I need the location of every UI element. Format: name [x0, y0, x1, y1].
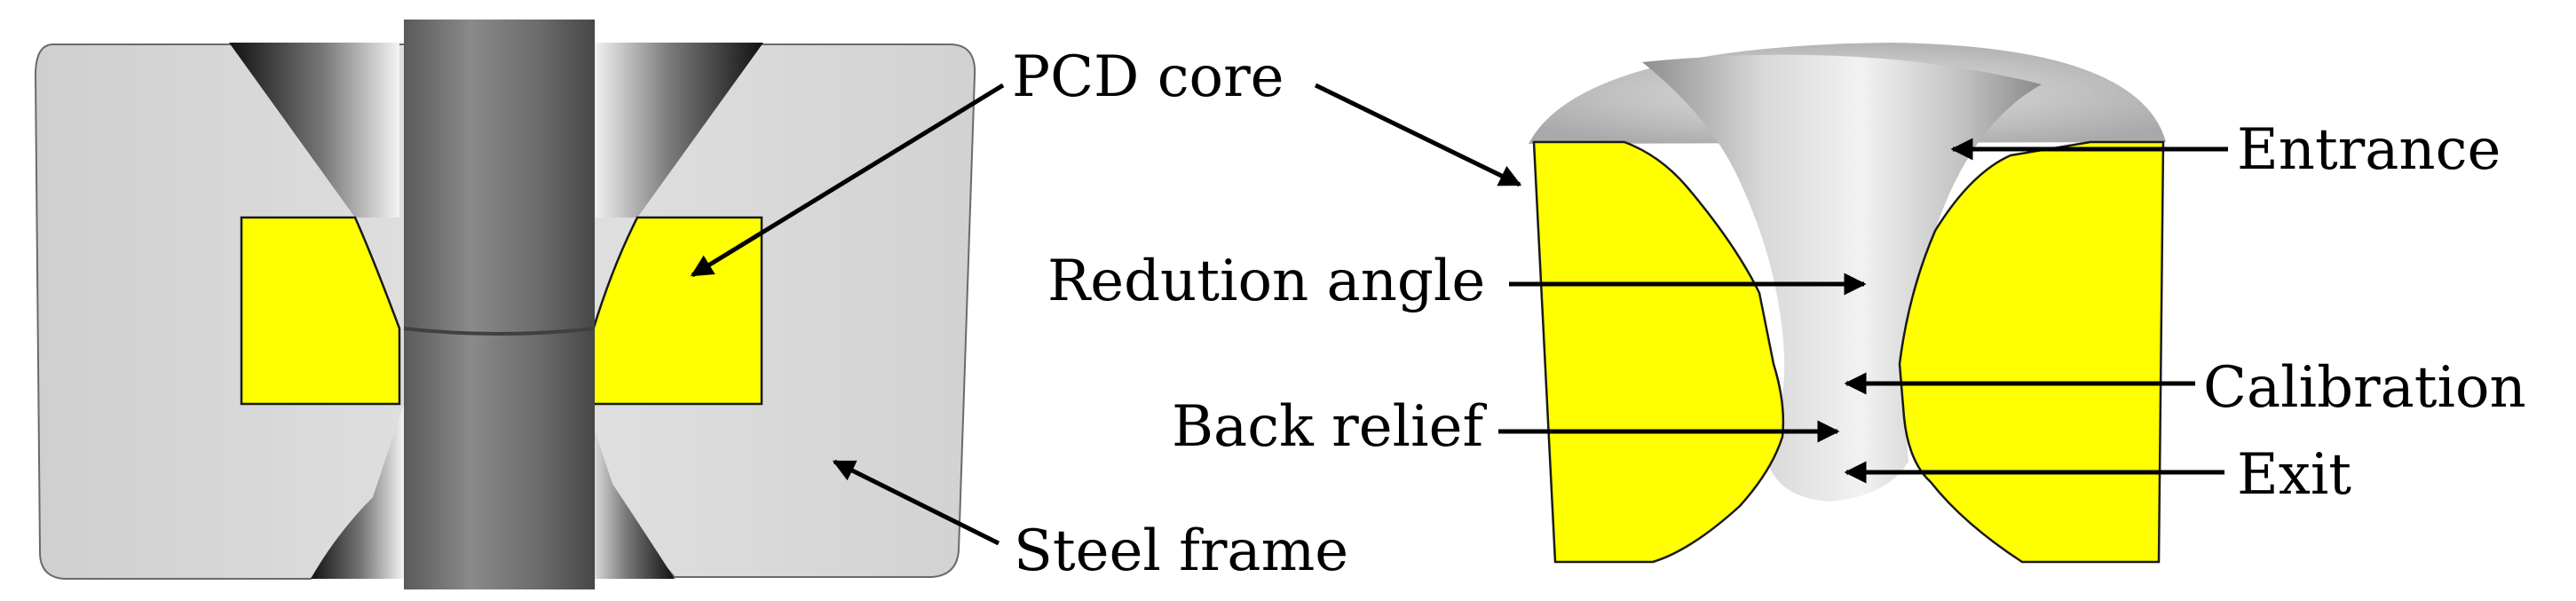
entry-cone-left — [229, 43, 399, 217]
label-steel-frame: Steel frame — [1014, 518, 1348, 584]
pcd-core-section-right — [1898, 140, 2165, 564]
entry-cone-right — [593, 43, 763, 217]
die-section-drawing — [1529, 43, 2166, 564]
callout-arrows — [690, 83, 2228, 546]
exit-cone-right — [586, 404, 675, 579]
exit-cone-left — [311, 404, 404, 579]
label-pcd-core: PCD core — [1012, 44, 1284, 110]
wire-die-seam — [403, 327, 596, 336]
pcd-core-section-left — [1532, 140, 1785, 564]
label-exit: Exit — [2237, 442, 2351, 508]
arrow-pcd-core-left — [690, 83, 1005, 278]
pcd-core-left — [240, 216, 401, 406]
label-entrance: Entrance — [2237, 117, 2501, 183]
die-assembly-drawing — [34, 20, 976, 589]
wire-rod — [404, 20, 595, 589]
arrow-steel-frame — [832, 459, 1000, 546]
label-calibration: Calibration — [2203, 355, 2526, 421]
label-back-relief: Back relief — [1172, 394, 1487, 460]
die-bore-surface — [1642, 54, 2042, 502]
callout-labels: PCD core Steel frame Entrance Redution a… — [1012, 44, 2526, 584]
label-reduction-angle: Redution angle — [1047, 249, 1485, 314]
arrow-pcd-core-right — [1314, 83, 1522, 187]
